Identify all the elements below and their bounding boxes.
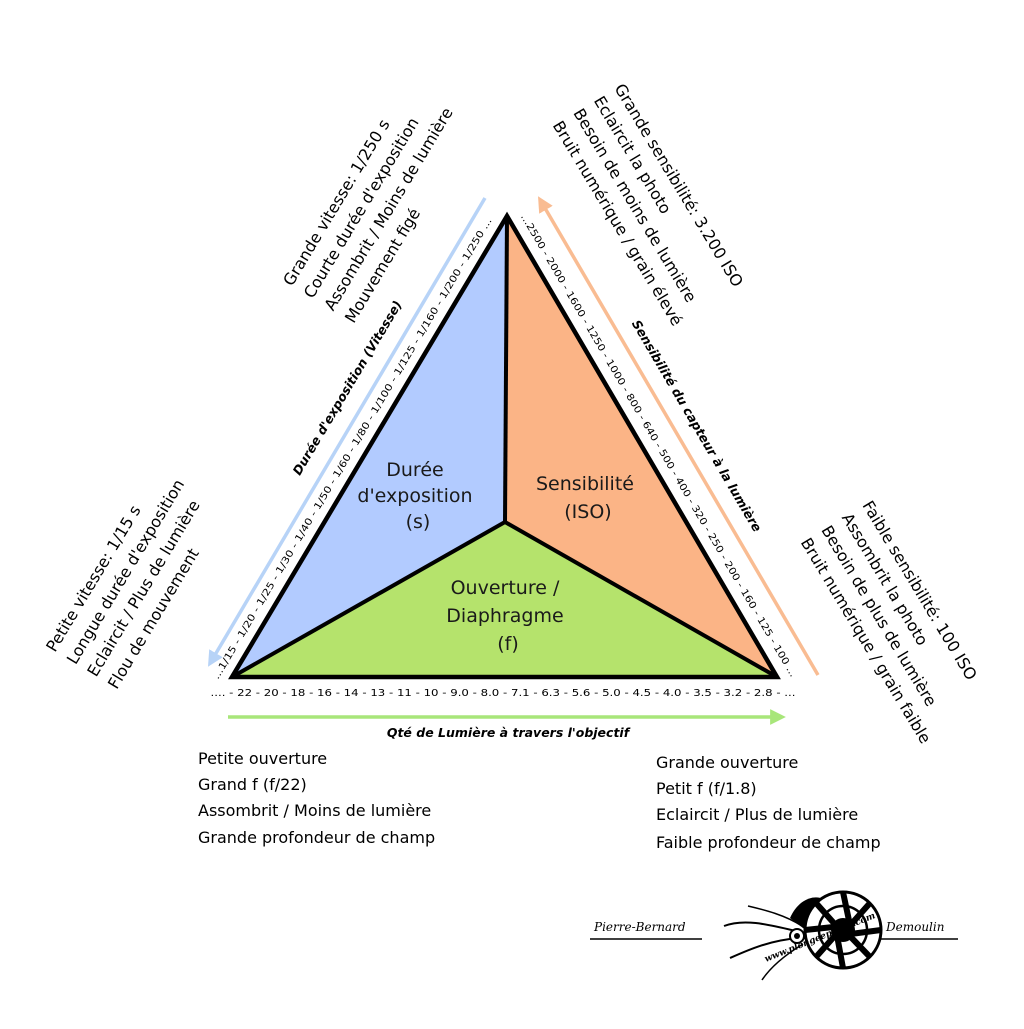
note-line: Grande ouverture bbox=[656, 753, 798, 772]
shutter-direction-arrow bbox=[207, 197, 487, 667]
divider-left bbox=[231, 520, 506, 679]
note-line: Eclaircit / Plus de lumière bbox=[656, 805, 858, 824]
notes-aperture-large: Grande ouverture Petit f (f/1.8) Eclairc… bbox=[656, 753, 881, 852]
aperture-scale: .... - 22 - 20 - 18 - 16 - 14 - 13 - 11 … bbox=[211, 688, 796, 699]
signature-first-name: Pierre-Bernard bbox=[593, 920, 686, 934]
zone-label-aperture: Ouverture / Diaphragme (f) bbox=[446, 577, 569, 655]
triangle-outline bbox=[228, 211, 781, 680]
nautilus-shell-icon bbox=[723, 890, 883, 981]
notes-aperture-small: Petite ouverture Grand f (f/22) Assombri… bbox=[198, 749, 435, 847]
aperture-axis-label: Qté de Lumière à travers l'objectif bbox=[387, 725, 631, 740]
signature-last-name: Demoulin bbox=[885, 920, 944, 934]
divider-right bbox=[504, 520, 778, 679]
note-line: Faible profondeur de champ bbox=[656, 833, 881, 852]
signature-block: Pierre-Bernard Demoulin www.plongeephoto… bbox=[590, 890, 958, 981]
iso-direction-arrow bbox=[538, 196, 820, 676]
notes-iso-low: Faible sensibilité: 100 ISO Assombrit la… bbox=[797, 497, 981, 747]
aperture-sector bbox=[232, 522, 777, 677]
note-line: Grand f (f/22) bbox=[198, 775, 307, 794]
zone-label-shutter: Durée d'exposition (s) bbox=[357, 459, 478, 533]
note-line: Assombrit / Moins de lumière bbox=[198, 801, 431, 820]
note-line: Grande profondeur de champ bbox=[198, 828, 435, 847]
notes-iso-high: Grande sensibilité: 3.200 ISO Eclaircit … bbox=[549, 80, 747, 329]
divider-top bbox=[503, 215, 509, 523]
notes-shutter-slow: Petite vitesse: 1/15 s Longue durée d'ex… bbox=[42, 476, 204, 692]
note-line: Petit f (f/1.8) bbox=[656, 779, 757, 798]
note-line: Petite ouverture bbox=[198, 749, 327, 768]
zone-label-iso: Sensibilité (ISO) bbox=[536, 473, 640, 523]
